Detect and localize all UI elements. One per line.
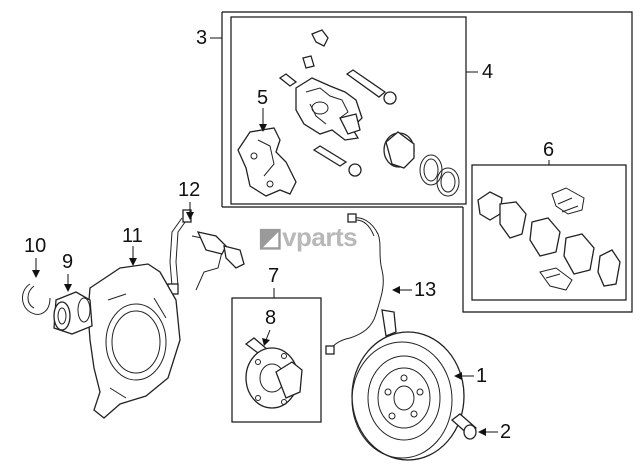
callout-9: 9	[62, 251, 74, 273]
callout-10: 10	[24, 235, 47, 257]
callout-8: 8	[265, 307, 277, 329]
caliper-assembly-box-4	[230, 16, 467, 205]
callout-11: 11	[122, 225, 143, 247]
wheel-hub	[244, 337, 303, 409]
callout-13: 13	[414, 279, 437, 301]
wheel-bearing	[53, 291, 93, 335]
wheel-speed-sensor	[325, 213, 397, 355]
rotor-screw	[450, 413, 477, 440]
brake-hose	[167, 209, 245, 295]
caliper-piston	[383, 131, 460, 197]
callout-6: 6	[543, 139, 555, 161]
callout-2: 2	[500, 421, 512, 443]
caliper-bracket	[237, 127, 297, 197]
hub-box-7	[231, 297, 322, 423]
callout-7: 7	[268, 265, 280, 287]
callout-12: 12	[178, 179, 201, 201]
guide-bolts	[278, 69, 397, 177]
caliper-body	[295, 77, 363, 141]
brake-rotor	[351, 331, 465, 461]
callout-3: 3	[196, 27, 208, 49]
callout-5: 5	[257, 87, 269, 109]
snap-ring	[22, 283, 51, 315]
watermark-logo: ◩vparts	[258, 222, 358, 253]
callout-4: 4	[482, 61, 494, 83]
callout-1: 1	[476, 365, 488, 387]
dust-shield	[87, 263, 181, 419]
brake-pads	[477, 187, 621, 291]
caliper-group-box-3	[222, 11, 633, 313]
watermark-text: vparts	[282, 222, 358, 252]
caliper-clip	[302, 29, 329, 69]
watermark-mark-icon: ◩	[258, 222, 283, 252]
